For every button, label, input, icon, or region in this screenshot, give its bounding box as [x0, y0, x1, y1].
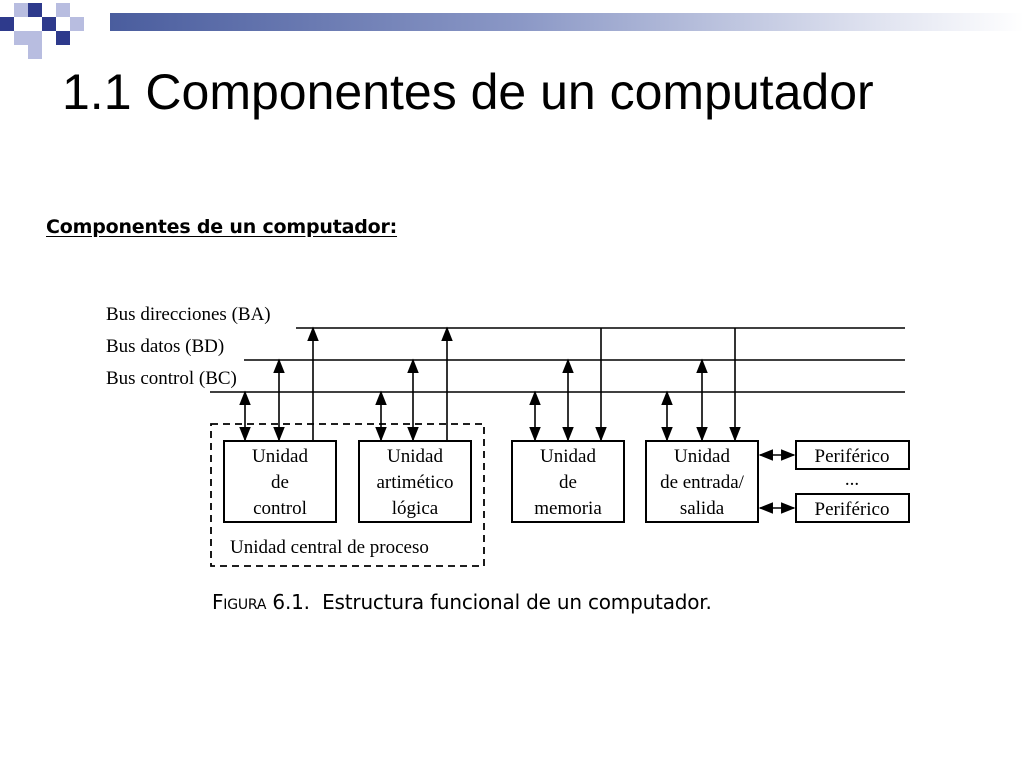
memory-unit-line-3: memoria — [534, 498, 602, 519]
alu-line-2: artimético — [376, 472, 453, 493]
control-unit-line-3: control — [253, 498, 307, 519]
deco-square-2 — [28, 3, 42, 17]
figure-caption: Figura 6.1. Estructura funcional de un c… — [212, 590, 712, 614]
figure-caption-text: Estructura funcional de un computador. — [322, 590, 712, 614]
header-gradient-bar — [110, 13, 1024, 31]
alu-line-3: lógica — [392, 498, 439, 519]
control-unit-line-1: Unidad — [252, 446, 308, 467]
io-unit-line-2: de entrada/ — [660, 472, 745, 493]
alu-line-1: Unidad — [387, 446, 443, 467]
control-unit-line-2: de — [271, 472, 289, 493]
bus-label-address: Bus direcciones (BA) — [106, 304, 271, 325]
corner-decoration — [0, 3, 84, 59]
deco-square-1 — [14, 3, 28, 17]
deco-square-7 — [14, 31, 28, 45]
peripheral-box-1 — [795, 440, 910, 470]
cpu-label: Unidad central de proceso — [230, 537, 429, 558]
deco-square-10 — [28, 45, 42, 59]
slide-title: 1.1 Componentes de un computador — [62, 64, 874, 120]
deco-square-4 — [0, 17, 14, 31]
io-unit-line-3: salida — [680, 498, 725, 519]
peripheral-label-2: Periférico — [815, 499, 890, 520]
peripheral-label-1: Periférico — [815, 446, 890, 467]
memory-unit-line-1: Unidad — [540, 446, 596, 467]
peripheral-box-2 — [795, 493, 910, 523]
bus-label-control: Bus control (BC) — [106, 368, 237, 389]
bus-label-data: Bus datos (BD) — [106, 336, 224, 357]
deco-square-9 — [56, 31, 70, 45]
peripheral-ellipsis: ... — [845, 469, 859, 490]
figure-number: Figura 6.1. — [212, 590, 310, 614]
io-unit-line-1: Unidad — [674, 446, 730, 467]
deco-square-3 — [56, 3, 70, 17]
deco-square-8 — [28, 31, 42, 45]
deco-square-6 — [70, 17, 84, 31]
deco-square-5 — [42, 17, 56, 31]
figure-heading: Componentes de un computador: — [46, 216, 398, 238]
cpu-boundary — [210, 423, 485, 567]
memory-unit-line-2: de — [559, 472, 577, 493]
